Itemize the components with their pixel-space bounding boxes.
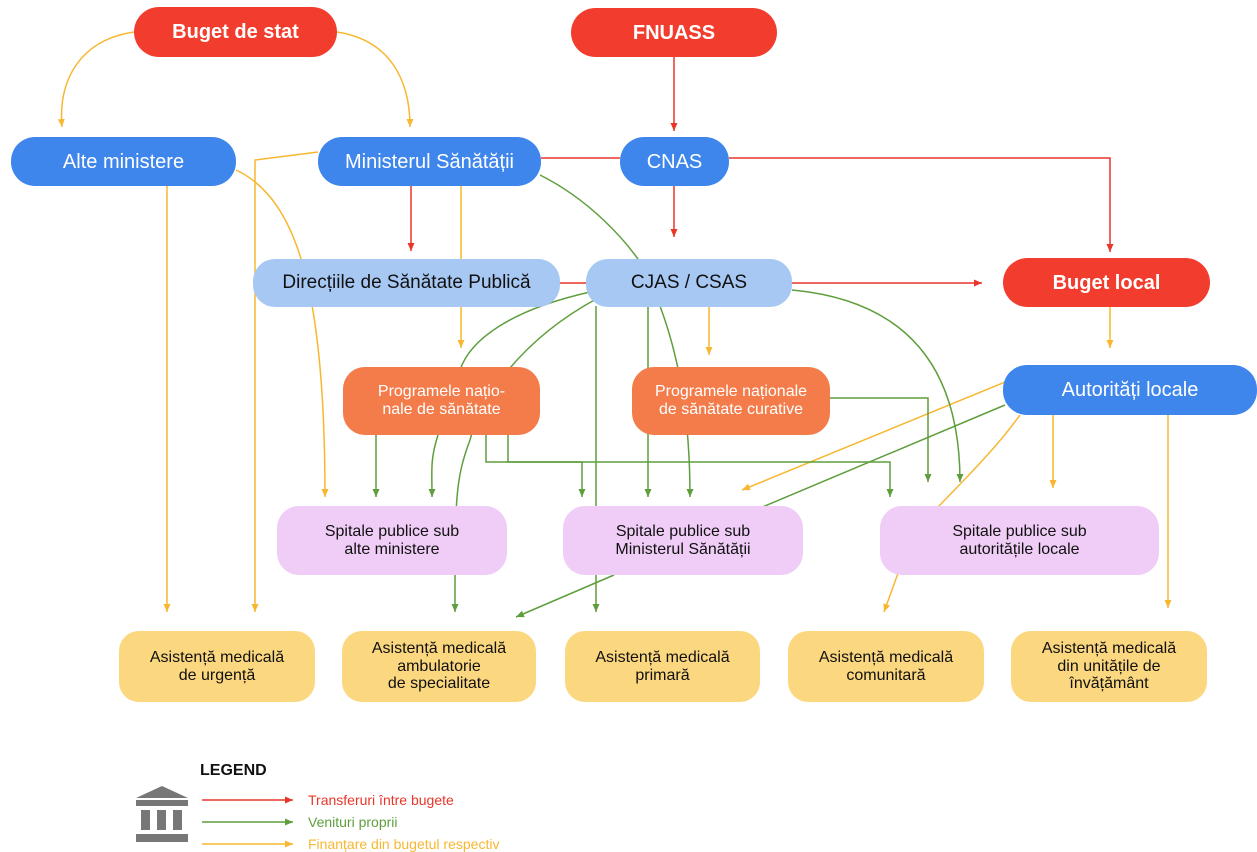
edge-ministerul-cjas [539, 174, 641, 263]
edge-cjas-spitale-alte-a [459, 291, 591, 371]
edge-autoritati-spitale-ms-green [759, 404, 1006, 509]
node-asistenta-invatamant: Asistență medicală din unitățile de învă… [1011, 631, 1207, 702]
node-asistenta-primara: Asistență medicală primară [565, 631, 760, 702]
node-buget-de-stat: Buget de stat [134, 7, 337, 57]
edge-cjas-spitale-locale [791, 289, 964, 483]
edge-programe-spitale-locale [507, 435, 894, 497]
edge-cnas-buget-local [729, 157, 1114, 252]
node-buget-local: Buget local [1003, 258, 1210, 307]
edge-buget-stat-ministerul [336, 31, 414, 128]
node-autoritati-locale: Autorități locale [1003, 365, 1257, 415]
node-cjas-csas: CJAS / CSAS [586, 259, 792, 307]
node-spitale-alte-ministere: Spitale publice sub alte ministere [277, 506, 507, 575]
edge-ministerul-urgenta [251, 151, 319, 612]
legend-label-financing: Finanțare din bugetul respectiv [308, 836, 500, 852]
node-alte-ministere: Alte ministere [11, 137, 236, 186]
node-spitale-ministerul-sanatatii: Spitale publice sub Ministerul Sănătății [563, 506, 803, 575]
edge-buget-stat-alte-ministere [57, 31, 135, 128]
node-programele-nationale: Programele națio- nale de sănătate [343, 367, 540, 435]
node-programele-curative: Programele naționale de sănătate curativ… [632, 367, 830, 435]
edge-spitale-ms-ambulatorie [515, 574, 615, 618]
edge-programe-spitale-ms [485, 435, 586, 497]
edge-autoritati-spitale-ms [741, 379, 1011, 491]
node-cnas: CNAS [620, 137, 729, 186]
node-spitale-autoritati-locale: Spitale publice sub autoritățile locale [880, 506, 1159, 575]
node-ministerul-sanatatii: Ministerul Sănătății [318, 137, 541, 186]
node-asistenta-comunitara: Asistență medicală comunitară [788, 631, 984, 702]
edge-programe-spitale-alte-b [428, 434, 439, 498]
edge-alte-ministere-spitale-alte [235, 169, 329, 498]
legend-label-own-revenue: Venituri proprii [308, 814, 398, 830]
legend-title: LEGEND [200, 762, 267, 779]
node-fnuass: FNUASS [571, 8, 777, 57]
node-asistenta-ambulatorie: Asistență medicală ambulatorie de specia… [342, 631, 536, 702]
bank-building-icon [136, 786, 188, 842]
node-asistenta-urgenta: Asistență medicală de urgență [119, 631, 315, 702]
node-directiile-sanatate-publica: Direcțiile de Sănătate Publică [253, 259, 560, 307]
legend-label-transfer: Transferuri între bugete [308, 792, 454, 808]
edge-curative-spitale-locale [830, 397, 932, 482]
